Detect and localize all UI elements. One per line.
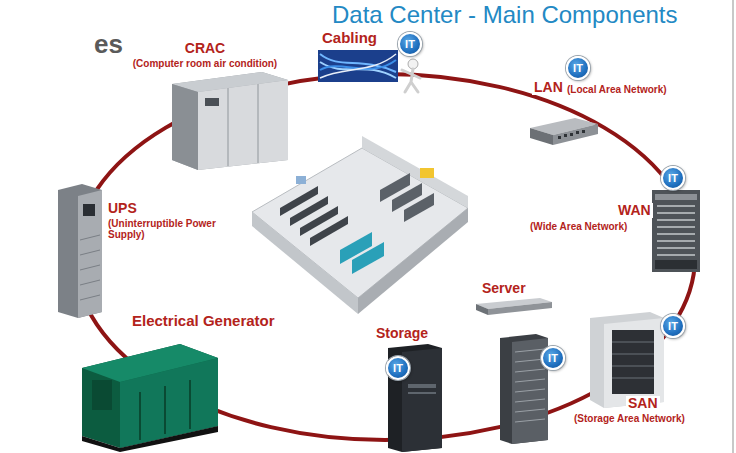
it-badge: IT <box>541 346 565 370</box>
component-name: Storage <box>374 326 430 341</box>
cabling-picture <box>318 50 420 92</box>
it-badge: IT <box>566 56 590 80</box>
server-picture <box>476 298 552 444</box>
slide-fragment: es <box>92 30 125 59</box>
frame-line <box>732 0 734 453</box>
lan-switch <box>530 118 598 145</box>
component-subtitle: (Wide Area Network) <box>528 221 629 232</box>
component-name: Server <box>480 281 528 296</box>
crac-unit <box>172 72 288 170</box>
it-badge: IT <box>661 314 685 338</box>
badge-text: IT <box>668 173 678 184</box>
it-badge: IT <box>661 166 685 190</box>
component-name: CRAC <box>183 41 227 56</box>
component-name: Electrical Generator <box>130 313 277 330</box>
component-subtitle: (Storage Area Network) <box>572 413 687 424</box>
badge-text: IT <box>573 63 583 74</box>
wan-router <box>652 190 700 272</box>
it-badge: IT <box>398 32 422 56</box>
component-name: UPS <box>106 201 139 216</box>
component-name: Cabling <box>320 30 379 47</box>
san-rack <box>590 312 664 408</box>
component-subtitle: (Local Area Network) <box>565 84 669 95</box>
badge-text: IT <box>548 353 558 364</box>
badge-text: IT <box>405 39 415 50</box>
it-badge: IT <box>386 356 410 380</box>
component-subtitle: (Computer room air condition) <box>131 58 279 69</box>
badge-text: IT <box>393 363 403 374</box>
data-hall-picture <box>252 136 468 314</box>
component-name: SAN <box>626 396 660 411</box>
diagram-title: Data Center - Main Components <box>332 2 678 28</box>
component-name: WAN <box>616 203 653 218</box>
component-subtitle: (Uninterruptible Power Supply) <box>106 218 230 240</box>
badge-text: IT <box>668 321 678 332</box>
ups-picture <box>58 184 102 318</box>
component-name: LAN <box>532 80 565 95</box>
generator-picture <box>82 344 218 452</box>
